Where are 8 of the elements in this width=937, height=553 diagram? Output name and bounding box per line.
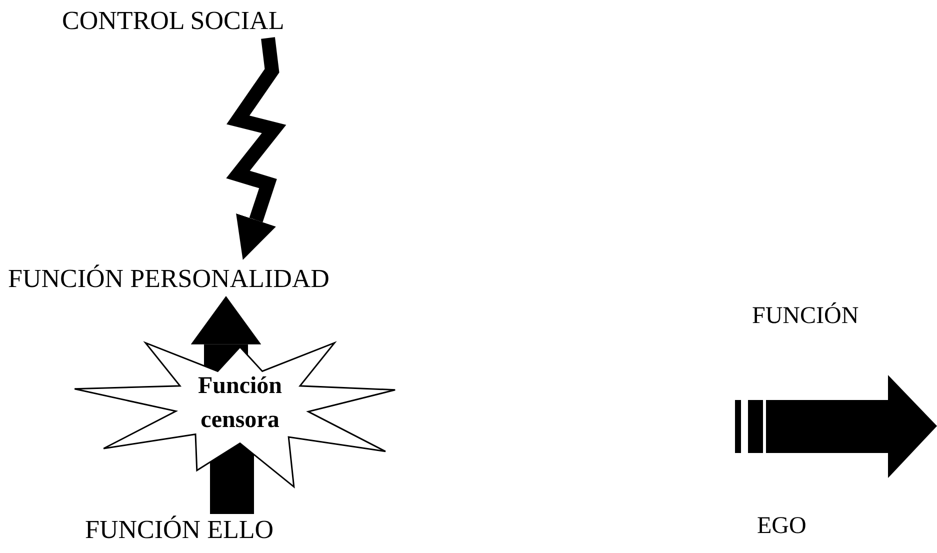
caption-text: FUNCIÓN [752, 303, 859, 330]
node-label: FUNCIÓN PERSONALIDAD [8, 264, 330, 294]
node-label: FUNCIÓN ELLO [85, 515, 274, 545]
node-label: CONTROL SOCIAL [62, 6, 284, 36]
caption-text: EGO [757, 513, 806, 540]
lightning-arrow [226, 37, 286, 260]
burst-text: Función censora [196, 372, 284, 435]
explosion-shape [74, 341, 396, 489]
